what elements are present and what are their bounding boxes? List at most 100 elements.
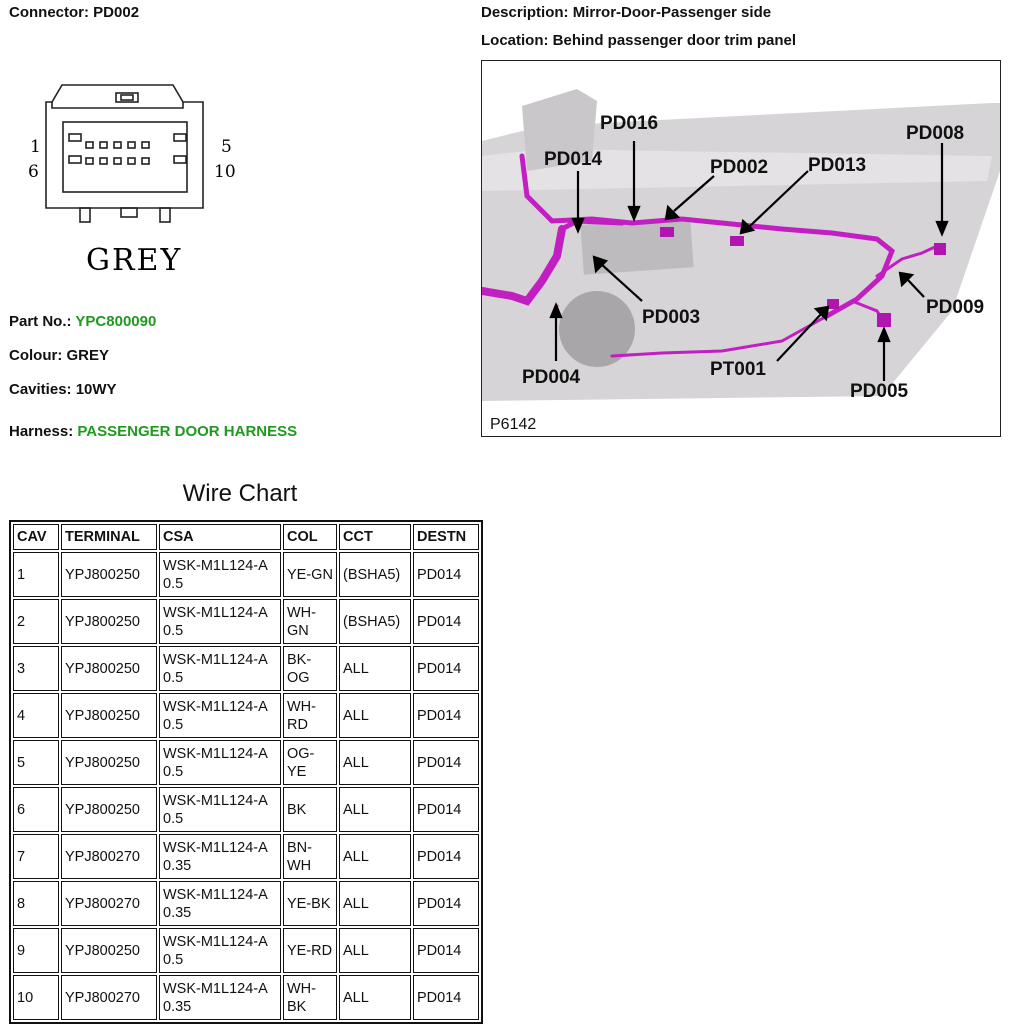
pd013-connector [730, 236, 744, 246]
cell-terminal: YPJ800250 [61, 693, 157, 738]
callout-pd002: PD002 [710, 157, 768, 178]
cell-cct: ALL [339, 646, 411, 691]
cell-destn: PD014 [413, 834, 479, 879]
pt001-connector [827, 299, 839, 309]
connector-colour-text: GREY [86, 243, 182, 278]
colour-value: GREY [66, 347, 110, 364]
pin-label-10: 10 [214, 162, 236, 182]
callout-pt001: PT001 [710, 359, 766, 380]
cell-csa: WSK-M1L124-A 0.5 [159, 787, 281, 832]
cell-terminal: YPJ800270 [61, 975, 157, 1020]
cell-cct: (BSHA5) [339, 599, 411, 644]
part-number-value: YPC800090 [75, 313, 157, 330]
pd002-connector [660, 227, 674, 237]
cell-cav: 2 [13, 599, 59, 644]
column-header-cct: CCT [339, 524, 411, 550]
cell-destn: PD014 [413, 975, 479, 1020]
cell-csa: WSK-M1L124-A 0.5 [159, 928, 281, 973]
cell-csa: WSK-M1L124-A 0.35 [159, 975, 281, 1020]
cell-col: BN-WH [283, 834, 337, 879]
location: Location: Behind passenger door trim pan… [481, 32, 796, 49]
harness-value: PASSENGER DOOR HARNESS [77, 423, 298, 440]
cell-col: BK-OG [283, 646, 337, 691]
cell-terminal: YPJ800250 [61, 928, 157, 973]
cell-cct: ALL [339, 881, 411, 926]
part-number-label: Part No.: [9, 313, 72, 330]
cell-cav: 10 [13, 975, 59, 1020]
cell-terminal: YPJ800250 [61, 787, 157, 832]
description-value: Mirror-Door-Passenger side [572, 4, 772, 21]
cell-cct: ALL [339, 975, 411, 1020]
callout-pd013: PD013 [808, 155, 866, 176]
cell-destn: PD014 [413, 646, 479, 691]
cell-cct: ALL [339, 693, 411, 738]
cell-destn: PD014 [413, 787, 479, 832]
cavities-label: Cavities: [9, 381, 72, 398]
column-header-terminal: TERMINAL [61, 524, 157, 550]
cell-terminal: YPJ800250 [61, 646, 157, 691]
connector-id: Connector: PD002 [9, 4, 139, 21]
door-panel-highlight [482, 149, 992, 191]
cell-cct: ALL [339, 740, 411, 785]
cell-destn: PD014 [413, 693, 479, 738]
cell-terminal: YPJ800270 [61, 881, 157, 926]
connector-face-drawing: 1 6 5 10 GREY [28, 84, 236, 278]
cell-cav: 3 [13, 646, 59, 691]
cell-cav: 9 [13, 928, 59, 973]
connector-label: Connector: [9, 4, 89, 21]
part-number: Part No.: YPC800090 [9, 313, 156, 330]
cell-cav: 1 [13, 552, 59, 597]
callout-pd009: PD009 [926, 297, 984, 318]
cell-cav: 5 [13, 740, 59, 785]
cell-cct: ALL [339, 787, 411, 832]
callout-labels: PD016 PD014 PD002 PD013 PD008 PD003 PD00… [522, 113, 984, 402]
callout-pd005: PD005 [850, 381, 909, 402]
pin-label-5: 5 [221, 137, 232, 157]
cell-col: WH-BK [283, 975, 337, 1020]
cell-csa: WSK-M1L124-A 0.5 [159, 599, 281, 644]
cell-cct: ALL [339, 834, 411, 879]
colour-label: Colour: [9, 347, 63, 364]
cell-destn: PD014 [413, 881, 479, 926]
cell-csa: WSK-M1L124-A 0.5 [159, 740, 281, 785]
cell-cav: 7 [13, 834, 59, 879]
cell-terminal: YPJ800250 [61, 552, 157, 597]
cell-col: YE-BK [283, 881, 337, 926]
mirror-housing-shape [522, 89, 597, 171]
location-diagram: PD016 PD014 PD002 PD013 PD008 PD003 PD00… [481, 60, 1001, 437]
pd008-connector [934, 243, 946, 255]
cell-csa: WSK-M1L124-A 0.5 [159, 646, 281, 691]
cell-csa: WSK-M1L124-A 0.35 [159, 881, 281, 926]
cell-csa: WSK-M1L124-A 0.35 [159, 834, 281, 879]
callout-pd003: PD003 [642, 307, 700, 328]
cell-cav: 8 [13, 881, 59, 926]
cell-destn: PD014 [413, 599, 479, 644]
connector-value: PD002 [93, 4, 140, 21]
cell-cav: 6 [13, 787, 59, 832]
cell-destn: PD014 [413, 928, 479, 973]
cell-cct: ALL [339, 928, 411, 973]
cell-cct: (BSHA5) [339, 552, 411, 597]
pin-label-6: 6 [28, 162, 39, 182]
column-header-destn: DESTN [413, 524, 479, 550]
column-header-col: COL [283, 524, 337, 550]
cell-col: WH-RD [283, 693, 337, 738]
cell-terminal: YPJ800250 [61, 740, 157, 785]
wire-chart-title: Wire Chart [182, 480, 298, 507]
figure-reference: P6142 [490, 416, 536, 433]
cell-destn: PD014 [413, 740, 479, 785]
harness-connectors [660, 227, 946, 327]
cell-csa: WSK-M1L124-A 0.5 [159, 552, 281, 597]
pin-label-1: 1 [30, 137, 41, 157]
cell-col: BK [283, 787, 337, 832]
cell-terminal: YPJ800250 [61, 599, 157, 644]
